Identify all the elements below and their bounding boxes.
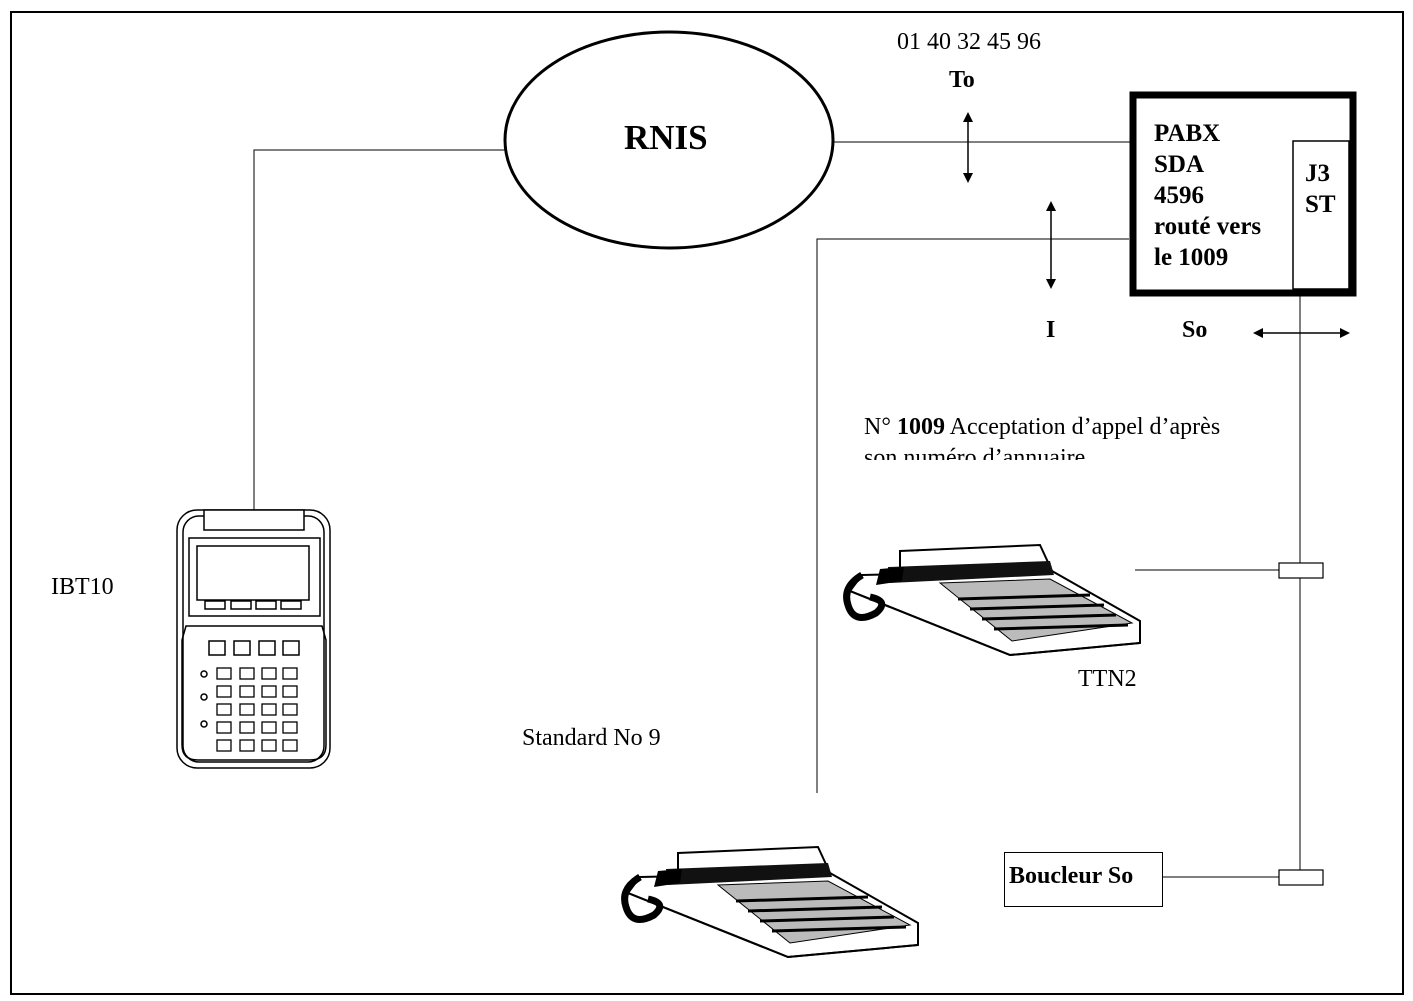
boucleur-bus-connector: [1278, 869, 1324, 886]
pabx-description: PABX SDA 4596 routé vers le 1009: [1154, 118, 1261, 273]
boucleur-so-box: [1004, 852, 1163, 907]
j3-st-label: J3 ST: [1305, 158, 1336, 220]
ibt10-terminal-icon: [176, 509, 331, 769]
keypad-key: [282, 685, 298, 698]
ttn2-phone-icon: [843, 543, 1141, 657]
note-number: 1009: [896, 414, 945, 440]
keypad-key: [216, 703, 232, 716]
st-label: ST: [1305, 191, 1336, 218]
keypad-key: [261, 721, 277, 734]
keypad-key: [282, 667, 298, 680]
pabx-to-standard-line: [816, 238, 1129, 793]
standard-phone-icon: [621, 845, 919, 959]
standard-label: Standard No 9: [522, 725, 661, 751]
keypad-key: [282, 703, 298, 716]
keypad-key: [216, 721, 232, 734]
pabx-line: 4596: [1154, 182, 1204, 209]
ibt10-label: IBT10: [51, 574, 114, 600]
keypad-key: [239, 703, 255, 716]
ibt10-to-rnis-line: [253, 149, 505, 510]
note-line2: son numéro d’annuaire: [864, 445, 1086, 460]
pabx-line: routé vers: [1154, 213, 1262, 240]
page-frame: [10, 11, 1404, 995]
keypad-key: [261, 739, 277, 752]
keypad-key: [239, 685, 255, 698]
keypad-key: [239, 739, 255, 752]
note-prefix: N°: [864, 414, 891, 440]
keypad-key: [261, 667, 277, 680]
boucleur-so-label: Boucleur So: [1009, 863, 1134, 889]
phone-number-label: 01 40 32 45 96: [897, 29, 1041, 55]
rnis-label: RNIS: [624, 118, 708, 157]
keypad-key: [282, 721, 298, 734]
rnis-network-ellipse: [503, 30, 835, 250]
keypad-key: [216, 667, 232, 680]
pabx-line: SDA: [1154, 151, 1205, 178]
keypad-key: [282, 739, 298, 752]
keypad-key: [261, 685, 277, 698]
keypad-key: [261, 703, 277, 716]
j3-label: J3: [1305, 160, 1330, 187]
keypad-key: [239, 667, 255, 680]
keypad-key: [216, 685, 232, 698]
to-interface-label: To: [949, 67, 975, 93]
j3-st-box: [1292, 140, 1350, 290]
pabx-line: le 1009: [1154, 244, 1229, 271]
note-line1: Acceptation d’appel d’après: [949, 414, 1221, 440]
pabx-box: [1129, 91, 1357, 297]
ttn2-bus-connector: [1278, 562, 1324, 579]
ttn2-label: TTN2: [1078, 666, 1137, 692]
keypad-key: [239, 721, 255, 734]
pabx-line: PABX: [1154, 120, 1221, 147]
so-interface-label: So: [1182, 317, 1208, 343]
i-interface-label: I: [1046, 317, 1056, 343]
number-1009-note: N° 1009 Acceptation d’appel d’après son …: [864, 412, 1284, 460]
keypad-key: [216, 739, 232, 752]
